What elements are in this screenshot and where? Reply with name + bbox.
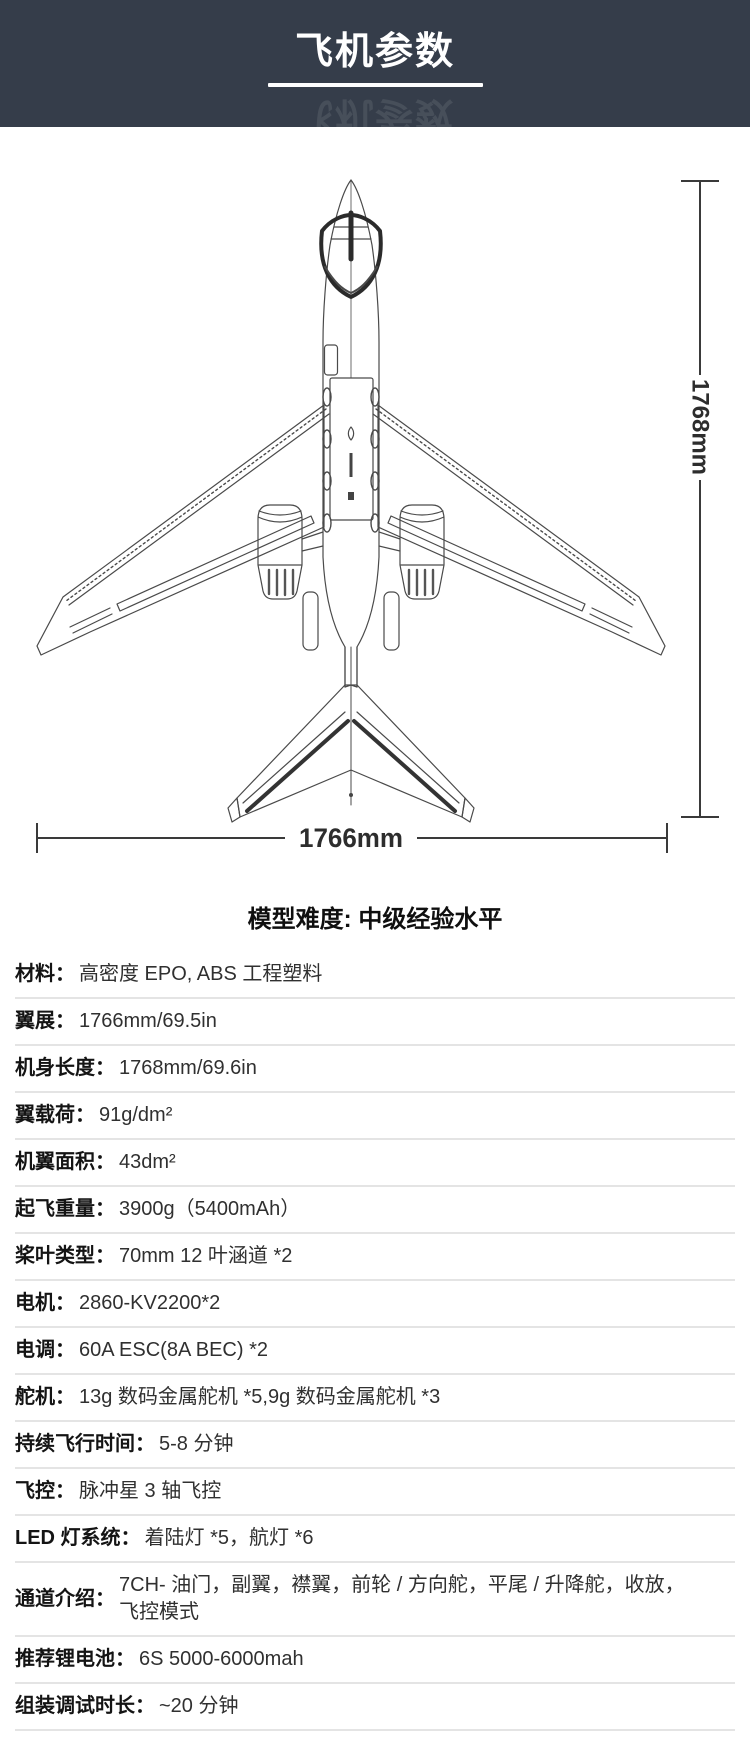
title-reflection: 飞机参数	[294, 94, 455, 127]
length-dimension-label: 1768mm	[687, 379, 714, 475]
spec-label: 通道介绍：	[15, 1587, 115, 1610]
aircraft-top-view-diagram: 1768mm 1766mm	[36, 179, 719, 853]
spec-row: 舵机： 13g 数码金属舵机 *5,9g 数码金属舵机 *3	[15, 1375, 735, 1422]
difficulty-title: 模型难度: 中级经验水平	[247, 906, 503, 933]
right-gear-door	[383, 591, 400, 651]
airplane-drawing	[36, 179, 666, 823]
spec-label: 翼载荷：	[15, 1104, 95, 1126]
spec-value: 着陆灯 *5，航灯 *6	[144, 1527, 314, 1549]
spec-value: ~20 分钟	[159, 1695, 239, 1717]
spec-row: 翼载荷： 91g/dm²	[15, 1093, 735, 1140]
spec-label: 组装调试时长：	[15, 1695, 155, 1717]
left-wing	[36, 404, 330, 656]
tailplane	[227, 646, 475, 823]
right-engine-nacelle	[378, 504, 445, 600]
aircraft-diagram-section: 1768mm 1766mm	[0, 127, 750, 860]
spec-row: 桨叶类型： 70mm 12 叶涵道 *2	[15, 1234, 735, 1281]
left-engine-nacelle	[257, 504, 324, 600]
spec-row: 推荐锂电池： 6S 5000-6000mah	[15, 1637, 735, 1684]
spec-value: 脉冲星 3 轴飞控	[79, 1480, 222, 1502]
spec-label: 桨叶类型：	[15, 1245, 115, 1267]
spec-row: 电机： 2860-KV2200*2	[15, 1281, 735, 1328]
spec-label: 飞控：	[15, 1480, 75, 1502]
spec-value: 高密度 EPO, ABS 工程塑料	[79, 963, 323, 985]
spec-label: 舵机：	[15, 1386, 75, 1408]
spec-label: 持续飞行时间：	[15, 1433, 155, 1455]
spec-label: 起飞重量：	[15, 1198, 115, 1220]
spec-label: 推荐锂电池：	[15, 1648, 135, 1670]
spec-label: 电机：	[15, 1292, 75, 1314]
spec-row: 翼展： 1766mm/69.5in	[15, 999, 735, 1046]
spec-value: 7CH- 油门，副翼，襟翼，前轮 / 方向舵，平尾 / 升降舵，收放，飞控模式	[119, 1574, 685, 1623]
spec-row: 机身长度： 1768mm/69.6in	[15, 1046, 735, 1093]
spec-row: 起飞重量： 3900g（5400mAh）	[15, 1187, 735, 1234]
spec-value: 6S 5000-6000mah	[139, 1648, 304, 1670]
spec-value: 1768mm/69.6in	[119, 1057, 257, 1079]
title-underline	[267, 83, 483, 87]
spec-label: 翼展：	[15, 1010, 75, 1032]
fuselage-latches	[322, 387, 380, 533]
fuselage-door	[323, 344, 339, 376]
spec-row: 飞控： 脉冲星 3 轴飞控	[15, 1469, 735, 1516]
spec-label: LED 灯系统：	[15, 1527, 141, 1549]
spec-row: 通道介绍： 7CH- 油门，副翼，襟翼，前轮 / 方向舵，平尾 / 升降舵，收放…	[15, 1563, 735, 1637]
left-gear-door	[302, 591, 319, 651]
spec-row: 持续飞行时间： 5-8 分钟	[15, 1422, 735, 1469]
page-title: 飞机参数	[294, 31, 455, 73]
spec-row: 组装调试时长： ~20 分钟	[15, 1684, 735, 1731]
spec-row: 材料： 高密度 EPO, ABS 工程塑料	[15, 952, 735, 999]
spec-value: 60A ESC(8A BEC) *2	[79, 1339, 268, 1361]
spec-row: 电调： 60A ESC(8A BEC) *2	[15, 1328, 735, 1375]
canopy	[319, 210, 383, 299]
right-wing	[372, 404, 666, 656]
header-banner: 飞机参数 飞机参数	[0, 0, 750, 127]
spec-label: 材料：	[15, 963, 75, 985]
spec-value: 1766mm/69.5in	[79, 1010, 217, 1032]
spec-value: 43dm²	[119, 1151, 176, 1173]
spec-table: 材料： 高密度 EPO, ABS 工程塑料 翼展： 1766mm/69.5in …	[0, 952, 750, 1731]
spec-label: 电调：	[15, 1339, 75, 1361]
battery-hatch	[329, 377, 374, 521]
spec-value: 13g 数码金属舵机 *5,9g 数码金属舵机 *3	[79, 1386, 441, 1408]
spec-value: 5-8 分钟	[159, 1433, 234, 1455]
spec-value: 3900g（5400mAh）	[119, 1198, 301, 1220]
spec-row: LED 灯系统： 着陆灯 *5，航灯 *6	[15, 1516, 735, 1563]
spec-label: 机翼面积：	[15, 1151, 115, 1173]
dimension-lines	[36, 180, 719, 853]
spec-value: 91g/dm²	[99, 1104, 173, 1126]
spec-value: 70mm 12 叶涵道 *2	[119, 1245, 293, 1267]
wingspan-dimension-label: 1766mm	[299, 823, 403, 853]
spec-value: 2860-KV2200*2	[79, 1292, 221, 1314]
spec-row: 机翼面积： 43dm²	[15, 1140, 735, 1187]
spec-label: 机身长度：	[15, 1057, 115, 1079]
